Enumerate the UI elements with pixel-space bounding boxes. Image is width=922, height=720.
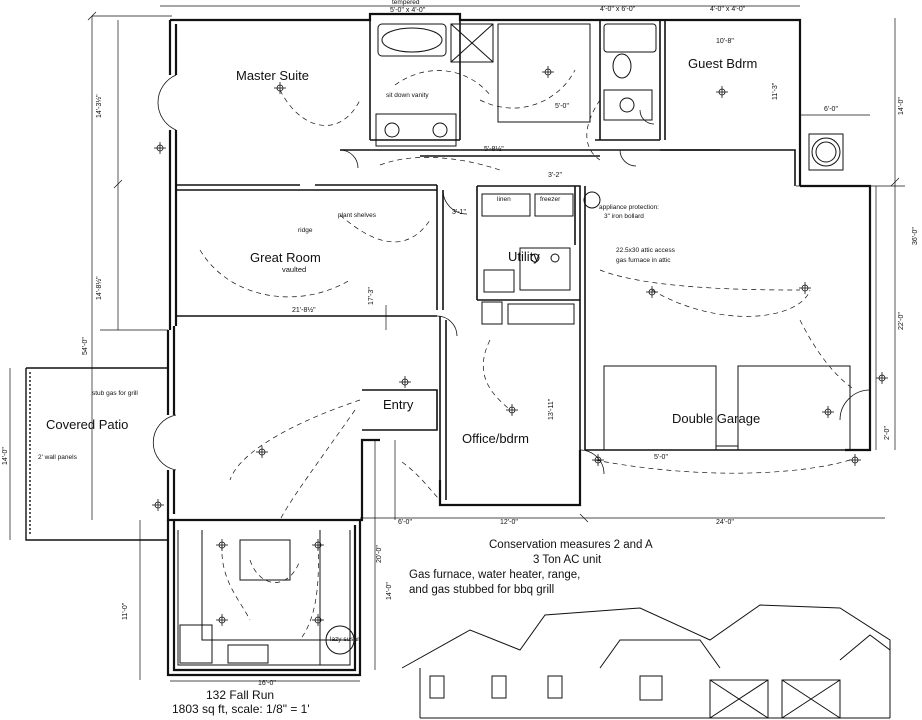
label-appliance-protection: appliance protection:	[599, 204, 659, 211]
label-linen: linen	[497, 196, 511, 203]
dim-great-width: 21'-8½"	[292, 307, 316, 314]
room-master-suite: Master Suite	[236, 68, 309, 83]
note-line-2: 3 Ton AC unit	[533, 554, 602, 566]
dim-entry-width: 6'-0"	[398, 519, 412, 526]
dim-bath-a: 5'-0"	[555, 103, 569, 110]
dim-thirty-six: 36'-0"	[912, 227, 919, 245]
room-great-room: Great Room	[250, 250, 321, 265]
label-gas-furnace: gas furnace in attic	[616, 257, 671, 264]
dim-window-2: 4'-0" x 6'-0"	[600, 6, 636, 13]
dim-bath-b: 5'-8½"	[484, 146, 504, 153]
label-attic-access: 22.5x30 attic access	[616, 247, 675, 254]
dim-kitchen-height-2: 14'-0"	[386, 582, 393, 600]
dim-great-height: 14'-8½"	[96, 276, 103, 300]
dim-hall-height: 17'-3"	[368, 287, 375, 305]
dim-office-width: 12'-0"	[500, 519, 518, 526]
note-line-1: Conservation measures 2 and A	[489, 539, 653, 551]
room-patio: Covered Patio	[46, 417, 129, 432]
label-ridge: ridge	[298, 227, 313, 234]
dim-office-height: 13'-11"	[548, 398, 555, 420]
room-utility: Utility	[508, 249, 540, 264]
conservation-notes: Conservation measures 2 and A 3 Ton AC u…	[405, 538, 665, 598]
room-entry: Entry	[383, 397, 414, 412]
dim-master-height: 14'-3½"	[96, 94, 103, 118]
dim-six-feet: 6'-0"	[824, 106, 838, 113]
interior-walls	[176, 20, 870, 505]
label-plant-shelves: plant shelves	[338, 212, 376, 219]
label-iron-bollard: 3" iron bollard	[604, 213, 644, 220]
dim-fifty-four: 54'-0"	[82, 337, 89, 355]
dim-guest-height: 11'-3"	[772, 82, 779, 100]
room-guest-bedroom: Guest Bdrm	[688, 56, 758, 71]
title-block: 132 Fall Run 1803 sq ft, scale: 1/8" = 1…	[172, 688, 310, 716]
house-elevation	[401, 604, 891, 719]
note-line-4: and gas stubbed for bbq grill	[409, 584, 555, 596]
label-lazy-susan: lazy susan	[330, 636, 361, 643]
dim-kitchen-height: 20'-0"	[376, 545, 383, 563]
dim-fourteen: 14'-0"	[898, 97, 905, 115]
dim-window-1: 5'-0" x 4'-0"	[390, 7, 426, 14]
light-fixtures	[152, 66, 888, 626]
garage-doors	[603, 365, 851, 451]
dim-utility-a: 3'-2"	[548, 172, 562, 179]
title-area-scale: 1803 sq ft, scale: 1/8" = 1'	[172, 702, 310, 716]
dim-kitchen-width: 16'-0"	[258, 680, 276, 687]
label-sit-vanity: sit down vanity	[386, 92, 429, 99]
kitchen-cabinets	[177, 530, 355, 666]
room-garage: Double Garage	[672, 411, 761, 426]
dim-guest-width: 10'-8"	[716, 38, 734, 45]
title-address: 132 Fall Run	[206, 688, 275, 702]
label-freezer: freezer	[540, 196, 561, 203]
label-stub-gas: stub gas for grill	[92, 390, 138, 397]
note-line-3: Gas furnace, water heater, range,	[409, 569, 581, 581]
label-wall-panels: 2' wall panels	[38, 454, 77, 461]
dim-twenty-two: 22'-0"	[898, 312, 905, 330]
label-tempered: tempered	[392, 0, 420, 6]
dim-patio-height: 14'-0"	[2, 447, 9, 465]
room-great-room-note: vaulted	[282, 265, 307, 274]
door-swings	[152, 74, 871, 475]
dim-garage-width: 24'-0"	[716, 519, 734, 526]
dim-door-width: 5'-0"	[654, 454, 668, 461]
dim-window-3: 4'-0" x 4'-0"	[710, 6, 746, 13]
patio-outline	[25, 367, 168, 541]
dim-kitchen-left: 11'-0"	[122, 602, 129, 620]
bath-fixtures	[375, 23, 844, 325]
dim-closet: 3'-1"	[452, 209, 466, 216]
electrical-runs	[199, 69, 856, 641]
dim-two-feet: 2'-0"	[884, 426, 891, 440]
room-office: Office/bdrm	[462, 431, 529, 446]
